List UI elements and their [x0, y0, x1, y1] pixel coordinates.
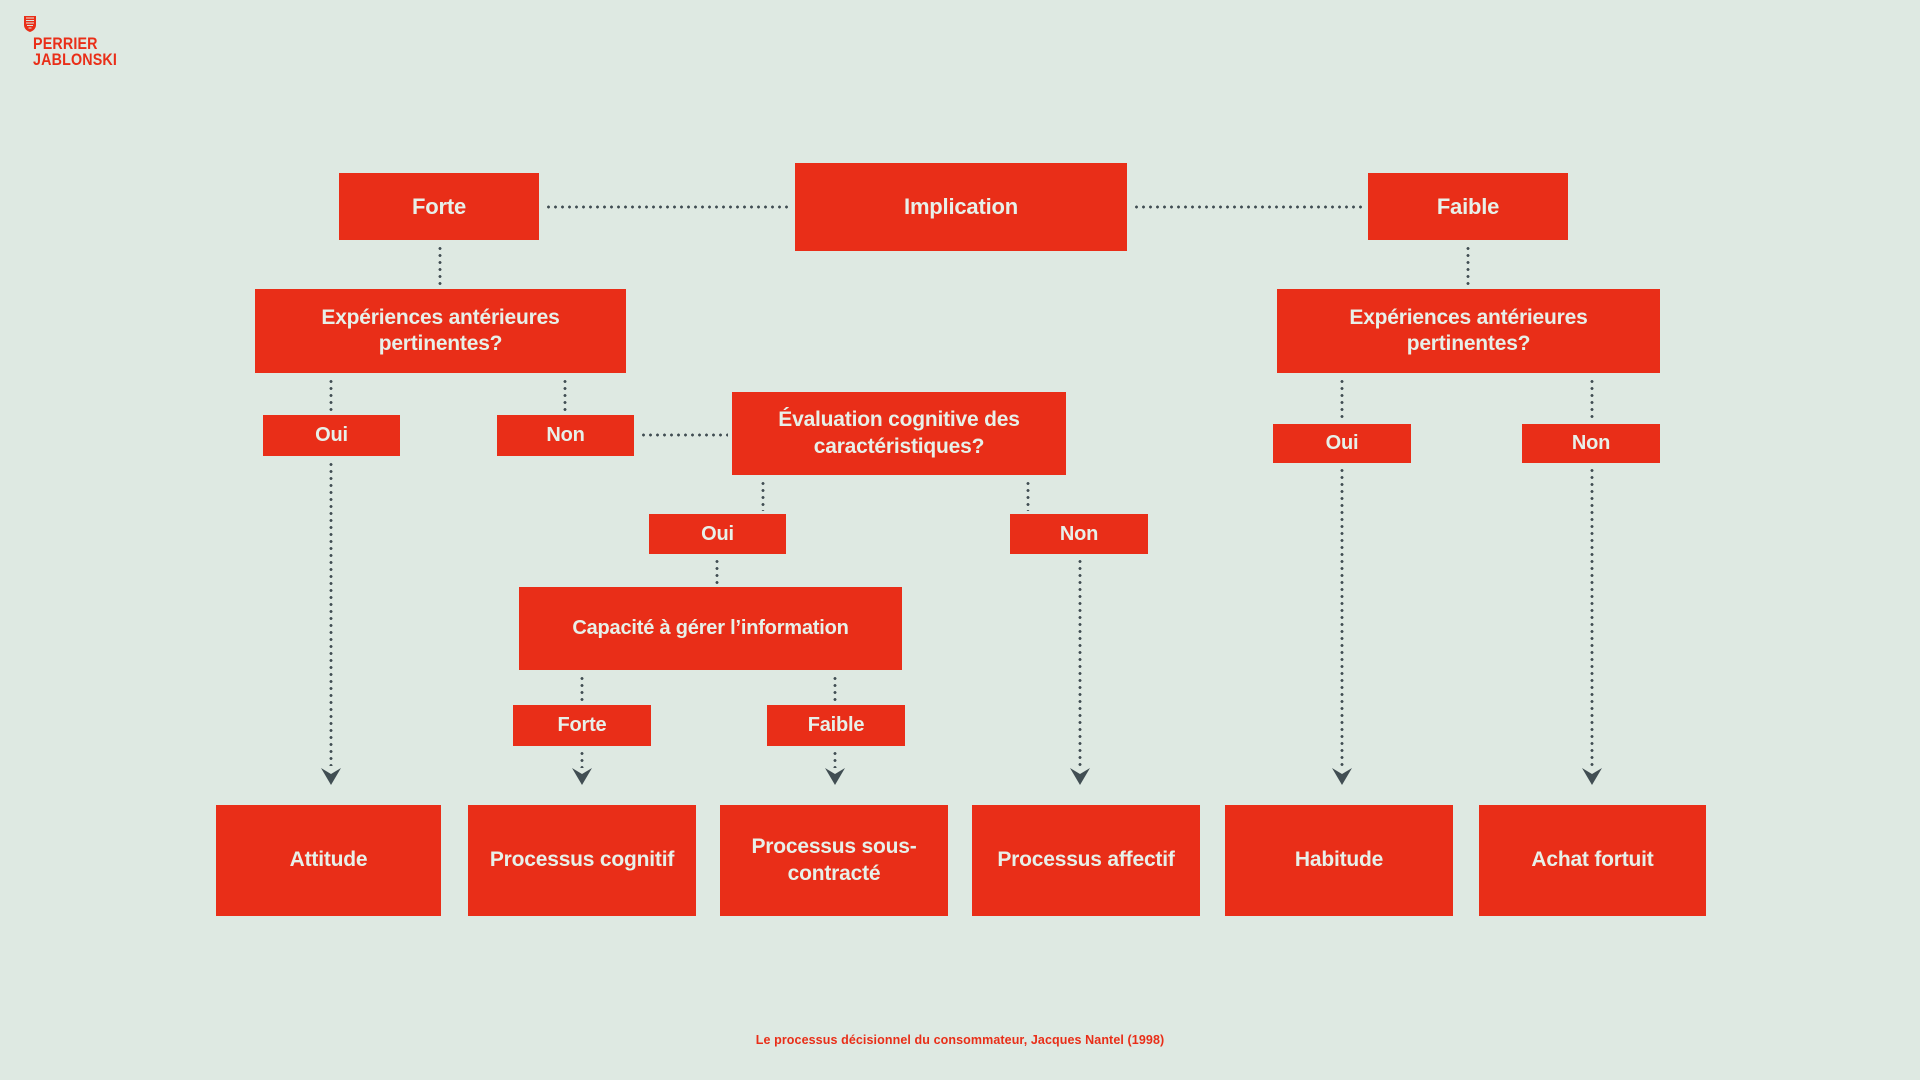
arrow-down-achat-fortuit — [1582, 768, 1602, 785]
arrow-down-affectif — [1070, 768, 1090, 785]
connector-nonright-achat — [1590, 467, 1594, 766]
connector-faible-souscontracte — [833, 750, 837, 768]
node-implication: Implication — [795, 163, 1127, 251]
connector-forte-cognitif — [580, 750, 584, 768]
node-oui-left: Oui — [263, 415, 400, 456]
node-attitude: Attitude — [216, 805, 441, 916]
arrow-down-habitude — [1332, 768, 1352, 785]
connector-non-affectif — [1078, 558, 1082, 766]
logo: PERRIER JABLONSKI — [33, 34, 118, 69]
connector-ouileft-attitude — [329, 461, 333, 766]
node-habitude: Habitude — [1225, 805, 1453, 916]
connector-forte-experiences — [438, 245, 442, 285]
connector-ouiright-habitude — [1340, 467, 1344, 766]
connector-capacite-faible — [833, 675, 837, 702]
source-caption: Le processus décisionnel du consommateur… — [755, 1033, 1165, 1047]
connector-capacite-forte — [580, 675, 584, 702]
node-faible-implication: Faible — [1368, 173, 1568, 240]
connector-oui-capacite — [715, 558, 719, 584]
logo-line2: JABLONSKI — [33, 49, 118, 69]
node-experiences-right: Expériences antérieures pertinentes? — [1277, 289, 1660, 373]
connector-implication-faible — [1133, 205, 1363, 209]
arrow-down-cognitif — [572, 768, 592, 785]
node-capacite: Capacité à gérer l’information — [519, 587, 902, 670]
node-processus-affectif: Processus affectif — [972, 805, 1200, 916]
connector-experiences-nonleft — [563, 378, 567, 412]
crest-icon — [24, 16, 36, 32]
node-experiences-left: Expériences antérieures pertinentes? — [255, 289, 626, 373]
node-processus-cognitif: Processus cognitif — [468, 805, 696, 916]
node-forte-implication: Forte — [339, 173, 539, 240]
connector-faible-experiences — [1466, 245, 1470, 285]
node-oui-evaluation: Oui — [649, 514, 786, 554]
connector-evaluation-oui — [761, 480, 765, 511]
node-oui-right: Oui — [1273, 424, 1411, 463]
connector-evaluation-non — [1026, 480, 1030, 511]
node-forte-capacite: Forte — [513, 705, 651, 746]
node-non-right: Non — [1522, 424, 1660, 463]
connector-experiences-ouileft — [329, 378, 333, 412]
node-non-left: Non — [497, 415, 634, 456]
connector-experiences-ouiright — [1340, 378, 1344, 421]
connector-experiences-nonright — [1590, 378, 1594, 421]
node-faible-capacite: Faible — [767, 705, 905, 746]
node-non-evaluation: Non — [1010, 514, 1148, 554]
arrow-down-attitude — [321, 768, 341, 785]
arrow-down-sous-contracte — [825, 768, 845, 785]
connector-forte-implication — [545, 205, 791, 209]
node-processus-sous-contracte: Processus sous-contracté — [720, 805, 948, 916]
node-achat-fortuit: Achat fortuit — [1479, 805, 1706, 916]
connector-nonleft-evaluation — [640, 433, 728, 437]
node-evaluation: Évaluation cognitive des caractéristique… — [732, 392, 1066, 475]
logo-line1: PERRIER — [33, 34, 98, 53]
